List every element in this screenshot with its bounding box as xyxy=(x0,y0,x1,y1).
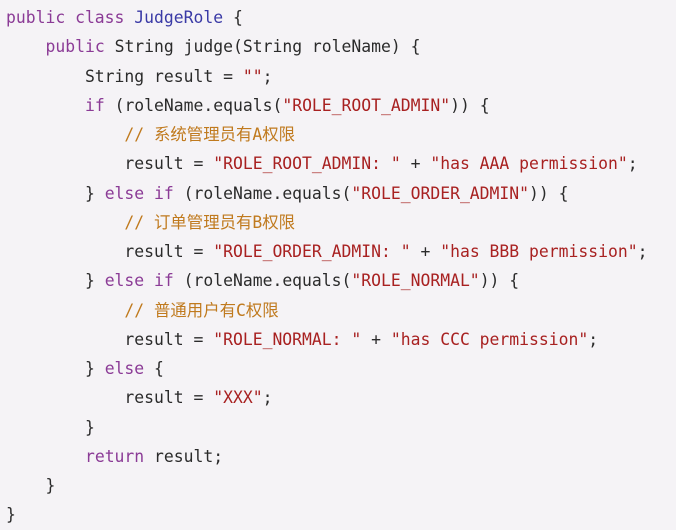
code-token: } xyxy=(6,359,105,378)
code-token: ; xyxy=(627,154,638,174)
code-token: String judge(String roleName) { xyxy=(104,37,421,57)
code-block: public class JudgeRole { public String j… xyxy=(6,3,647,530)
code-token: result; xyxy=(144,446,224,466)
code-line: } else { xyxy=(6,354,647,383)
code-token: result = xyxy=(6,329,214,349)
code-token: (roleName.equals( xyxy=(173,183,352,203)
keyword-token: if xyxy=(84,95,105,115)
string-token: "ROLE_NORMAL: " xyxy=(213,329,362,349)
string-token: "has CCC permission" xyxy=(390,329,589,349)
code-token: (roleName.equals( xyxy=(104,95,283,115)
comment-token: // 订单管理员有B权限 xyxy=(124,212,296,232)
code-token xyxy=(6,301,124,320)
string-token: "has AAA permission" xyxy=(430,154,628,174)
string-token: "" xyxy=(242,66,263,86)
code-line: result = "ROLE_ROOT_ADMIN: " + "has AAA … xyxy=(6,149,647,178)
code-token: )) { xyxy=(479,271,520,291)
code-token: ; xyxy=(262,388,273,408)
code-line: result = "XXX"; xyxy=(6,383,647,412)
code-token: ; xyxy=(588,329,599,349)
code-token: )) { xyxy=(529,183,569,203)
type-token: JudgeRole xyxy=(134,8,224,27)
code-line: result = "ROLE_ORDER_ADMIN: " + "has BBB… xyxy=(6,237,647,266)
string-token: "has BBB permission" xyxy=(440,242,638,261)
code-token: } xyxy=(6,476,56,495)
keyword-token: public xyxy=(45,37,105,57)
string-token: "ROLE_NORMAL" xyxy=(351,271,480,291)
code-line: public String judge(String roleName) { xyxy=(6,32,647,61)
string-token: "ROLE_ORDER_ADMIN: " xyxy=(213,242,411,261)
string-token: "ROLE_ORDER_ADMIN" xyxy=(351,183,530,203)
code-token: result = xyxy=(6,242,214,261)
code-line: // 订单管理员有B权限 xyxy=(6,208,647,237)
string-token: "ROLE_ROOT_ADMIN: " xyxy=(213,154,401,174)
code-token: { xyxy=(144,359,164,378)
keyword-token: else if xyxy=(104,183,174,203)
code-line: String result = ""; xyxy=(6,62,647,91)
code-token xyxy=(6,125,124,144)
string-token: "ROLE_ROOT_ADMIN" xyxy=(282,95,451,115)
code-token xyxy=(6,447,85,466)
string-token: "XXX" xyxy=(213,388,263,408)
code-line: } else if (roleName.equals("ROLE_ORDER_A… xyxy=(6,179,647,208)
comment-token: // 系统管理员有A权限 xyxy=(124,125,296,144)
code-line: return result; xyxy=(6,442,647,471)
keyword-token: return xyxy=(84,446,145,466)
comment-token: // 普通用户有C权限 xyxy=(124,300,279,320)
code-token: } xyxy=(6,183,105,203)
code-token: result = xyxy=(6,154,214,174)
code-token: )) { xyxy=(450,95,490,115)
code-token: } xyxy=(6,271,105,291)
code-token: (roleName.equals( xyxy=(173,271,352,291)
code-token: + xyxy=(361,329,391,349)
code-token: ; xyxy=(637,242,648,261)
keyword-token: else if xyxy=(104,271,174,291)
keyword-token: public class xyxy=(6,8,135,27)
code-line: } xyxy=(6,413,647,442)
code-token xyxy=(6,37,45,56)
code-token: String result = xyxy=(6,66,243,86)
keyword-token: else xyxy=(104,359,145,378)
code-token: + xyxy=(400,154,431,174)
code-token: } xyxy=(6,505,16,525)
code-line: } xyxy=(6,500,647,529)
code-token xyxy=(6,213,124,232)
code-line: result = "ROLE_NORMAL: " + "has CCC perm… xyxy=(6,325,647,354)
code-line: // 普通用户有C权限 xyxy=(6,296,647,325)
code-line: } else if (roleName.equals("ROLE_NORMAL"… xyxy=(6,266,647,295)
code-token: result = xyxy=(6,388,214,408)
code-line: // 系统管理员有A权限 xyxy=(6,120,647,149)
code-line: public class JudgeRole { xyxy=(6,3,647,32)
code-token xyxy=(6,96,85,115)
code-token: ; xyxy=(262,66,273,86)
code-token: { xyxy=(223,8,243,27)
code-token: } xyxy=(6,417,95,437)
code-line: } xyxy=(6,471,647,500)
code-line: if (roleName.equals("ROLE_ROOT_ADMIN")) … xyxy=(6,91,647,120)
code-token: + xyxy=(410,242,441,261)
